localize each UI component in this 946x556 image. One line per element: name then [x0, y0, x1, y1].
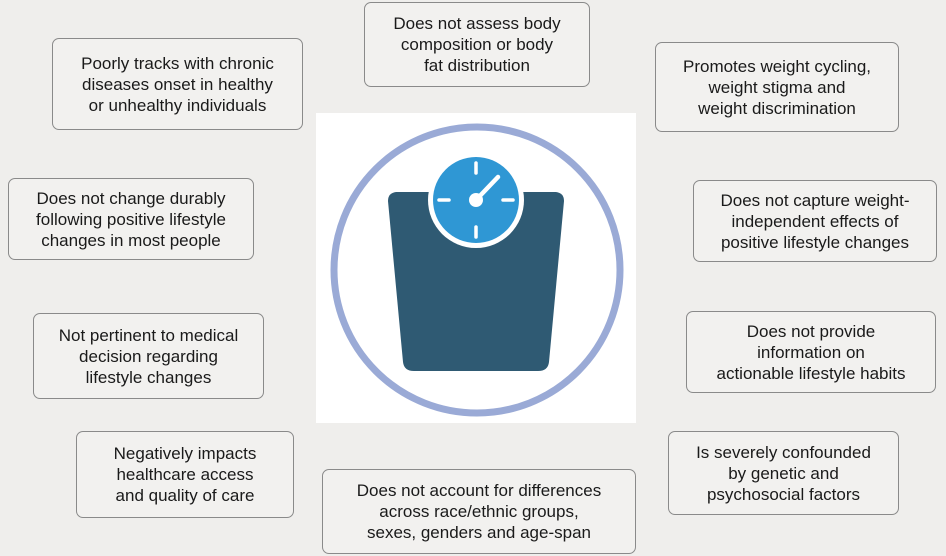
bathroom-scale-icon: [330, 123, 624, 417]
limitation-box-confounded: Is severely confounded by genetic and ps…: [668, 431, 899, 515]
limitation-text: Negatively impacts healthcare access and…: [113, 444, 257, 505]
limitation-box-differences: Does not account for differences across …: [322, 469, 636, 554]
limitation-box-independent: Does not capture weight- independent eff…: [693, 180, 937, 262]
limitation-box-chronic: Poorly tracks with chronic diseases onse…: [52, 38, 303, 130]
limitation-text: Poorly tracks with chronic diseases onse…: [81, 53, 274, 115]
limitation-text: Does not change durably following positi…: [36, 188, 226, 250]
scale-illustration-panel: [316, 113, 636, 423]
limitation-text: Does not provide information on actionab…: [716, 321, 906, 383]
limitation-box-healthcare: Negatively impacts healthcare access and…: [76, 431, 294, 518]
limitation-text: Promotes weight cycling, weight stigma a…: [682, 56, 872, 118]
scale-body: [388, 192, 564, 371]
outer-ring: [330, 123, 624, 417]
limitation-box-actionable: Does not provide information on actionab…: [686, 311, 936, 393]
limitation-text: Does not assess body composition or body…: [393, 14, 561, 75]
limitation-text: Does not account for differences across …: [356, 481, 602, 542]
limitation-box-durable: Does not change durably following positi…: [8, 178, 254, 260]
limitation-box-pertinent: Not pertinent to medical decision regard…: [33, 313, 264, 399]
limitation-text: Does not capture weight- independent eff…: [720, 190, 910, 252]
dial-hub: [469, 193, 483, 207]
limitation-box-stigma: Promotes weight cycling, weight stigma a…: [655, 42, 899, 132]
limitation-box-composition: Does not assess body composition or body…: [364, 2, 590, 87]
limitation-text: Is severely confounded by genetic and ps…: [696, 442, 871, 504]
limitation-text: Not pertinent to medical decision regard…: [58, 325, 239, 387]
